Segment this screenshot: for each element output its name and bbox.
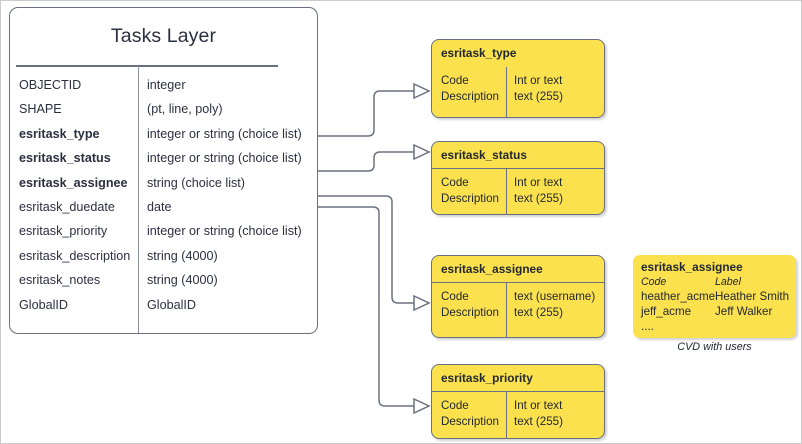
- domain-column-divider: [506, 392, 508, 438]
- arrowhead-esritask-status: [413, 143, 431, 161]
- domain-box-title: esritask_status: [441, 148, 527, 162]
- field-row-objectid[interactable]: OBJECTID integer: [10, 78, 317, 102]
- domain-column-divider: [506, 169, 508, 214]
- domain-box-title: esritask_assignee: [441, 262, 543, 276]
- field-type: integer or string (choice list): [147, 126, 302, 141]
- domain-title-divider: [432, 391, 604, 393]
- field-row-esritask-duedate[interactable]: esritask_duedate date: [10, 200, 317, 224]
- field-name: esritask_status: [19, 151, 111, 166]
- field-name: esritask_priority: [19, 224, 108, 239]
- domain-box-esritask-type[interactable]: esritask_type Code Description Int or te…: [431, 39, 605, 118]
- field-type: GlobalID: [147, 297, 196, 312]
- field-name: esritask_notes: [19, 273, 101, 288]
- cvd-label-values: Heather Smith Jeff Walker: [715, 290, 790, 318]
- domain-title-divider: [432, 168, 604, 170]
- domain-left-column: Code Description: [441, 290, 499, 319]
- field-name: SHAPE: [19, 102, 62, 117]
- column-divider: [138, 66, 140, 333]
- connector-to-esritask-assignee: [318, 195, 414, 304]
- field-row-esritask-assignee[interactable]: esritask_assignee string (choice list): [10, 176, 317, 200]
- domain-box-esritask-assignee[interactable]: esritask_assignee Code Description text …: [431, 255, 605, 338]
- domain-right-column: Int or text text (255): [514, 74, 563, 103]
- domain-title-divider: [432, 282, 604, 284]
- connector-to-esritask-priority: [318, 206, 414, 407]
- domain-right-column: text (username) text (255): [514, 290, 596, 319]
- field-row-shape[interactable]: SHAPE (pt, line, poly): [10, 102, 317, 126]
- domain-right-column: Int or text text (255): [514, 399, 563, 428]
- field-type: string (4000): [147, 248, 218, 263]
- entity-tasks-layer[interactable]: Tasks Layer OBJECTID integer SHAPE (pt, …: [9, 7, 318, 334]
- field-name: esritask_assignee: [19, 175, 128, 190]
- field-row-globalid[interactable]: GlobalID GlobalID: [10, 298, 317, 322]
- cvd-title: esritask_assignee: [641, 260, 743, 274]
- cvd-header-label: Label: [715, 276, 741, 288]
- field-row-esritask-type[interactable]: esritask_type integer or string (choice …: [10, 127, 317, 151]
- field-list: OBJECTID integer SHAPE (pt, line, poly) …: [10, 78, 317, 322]
- field-row-esritask-description[interactable]: esritask_description string (4000): [10, 249, 317, 273]
- domain-column-divider: [506, 67, 508, 117]
- field-row-esritask-status[interactable]: esritask_status integer or string (choic…: [10, 151, 317, 175]
- field-type: string (4000): [147, 273, 218, 288]
- domain-box-esritask-status[interactable]: esritask_status Code Description Int or …: [431, 141, 605, 215]
- arrowhead-esritask-type: [413, 82, 431, 100]
- field-type: string (choice list): [147, 175, 245, 190]
- domain-box-esritask-priority[interactable]: esritask_priority Code Description Int o…: [431, 364, 605, 439]
- domain-column-divider: [506, 283, 508, 337]
- field-type: integer or string (choice list): [147, 151, 302, 166]
- field-name: esritask_type: [19, 126, 100, 141]
- connector-to-esritask-status: [318, 151, 414, 172]
- domain-left-column: Code Description: [441, 399, 499, 428]
- connector-to-esritask-type: [318, 90, 414, 137]
- domain-left-column: Code Description: [441, 74, 499, 103]
- domain-box-title: esritask_type: [441, 46, 517, 60]
- field-type: integer: [147, 78, 186, 92]
- domain-left-column: Code Description: [441, 176, 499, 205]
- field-type: date: [147, 199, 172, 214]
- field-name: esritask_duedate: [19, 199, 115, 214]
- field-type: integer or string (choice list): [147, 224, 302, 239]
- title-divider: [16, 65, 278, 67]
- cvd-header-code: Code: [641, 276, 667, 288]
- cvd-code-values: heather_acme jeff_acme ....: [641, 290, 716, 333]
- domain-right-column: Int or text text (255): [514, 176, 563, 205]
- field-type: (pt, line, poly): [147, 102, 223, 117]
- field-row-esritask-notes[interactable]: esritask_notes string (4000): [10, 273, 317, 297]
- cvd-caption: CVD with users: [677, 341, 752, 353]
- field-name: GlobalID: [19, 297, 68, 312]
- domain-box-title: esritask_priority: [441, 371, 533, 385]
- cvd-users-box[interactable]: esritask_assignee Code Label heather_acm…: [633, 255, 796, 338]
- field-name: OBJECTID: [19, 78, 82, 92]
- arrowhead-esritask-assignee: [413, 294, 431, 312]
- entity-title: Tasks Layer: [110, 25, 217, 47]
- arrowhead-esritask-priority: [413, 397, 431, 415]
- field-name: esritask_description: [19, 248, 131, 263]
- field-row-esritask-priority[interactable]: esritask_priority integer or string (cho…: [10, 224, 317, 248]
